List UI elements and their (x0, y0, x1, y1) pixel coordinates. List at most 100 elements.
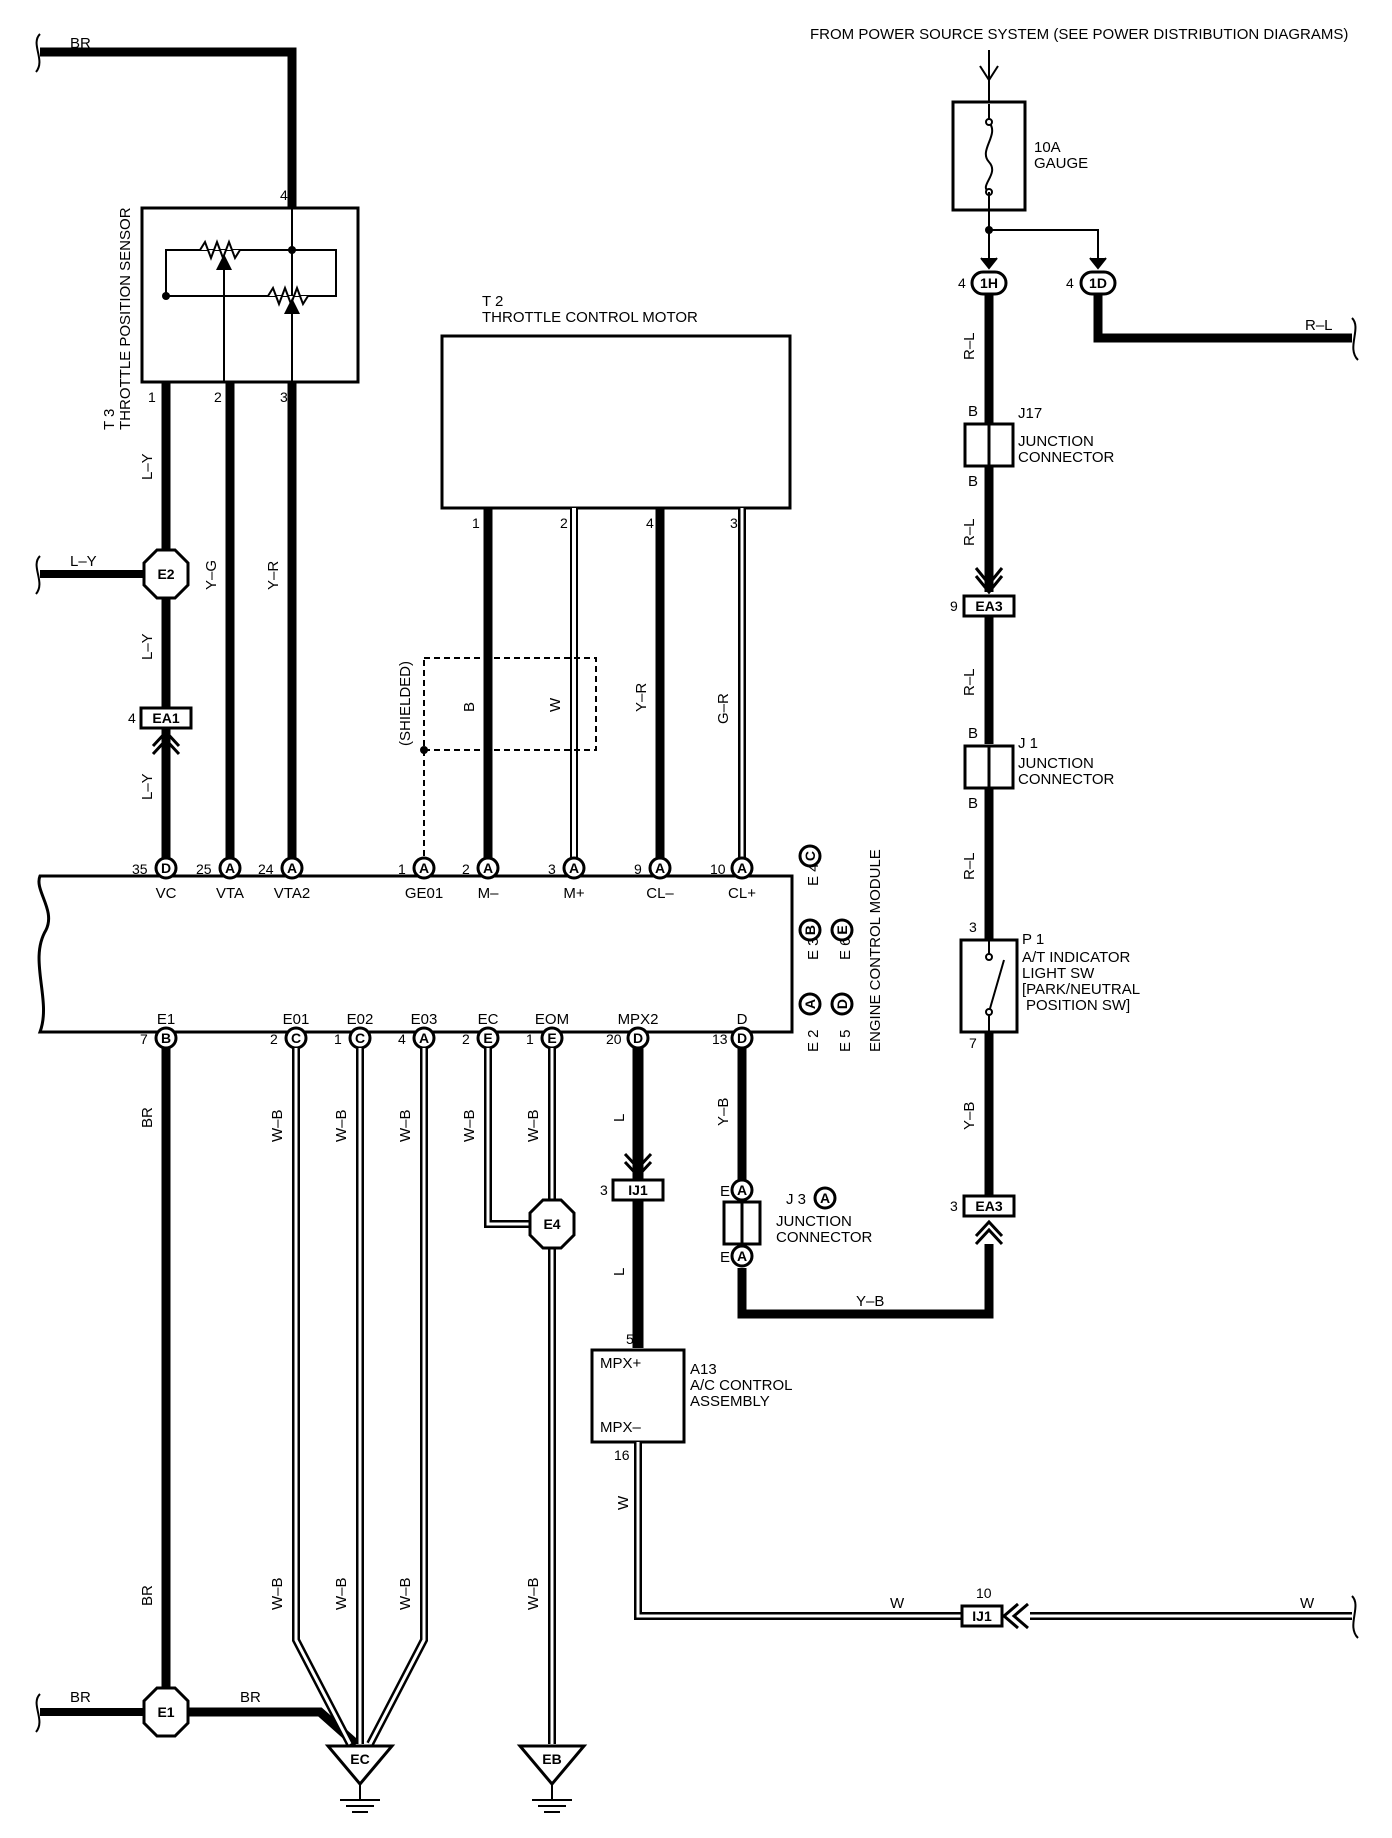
svg-text:CL+: CL+ (728, 885, 756, 902)
fuse-name: GAUGE (1034, 155, 1088, 172)
svg-text:EA3: EA3 (975, 598, 1002, 614)
svg-text:E 3: E 3 (805, 937, 822, 960)
j17-line1: JUNCTION (1018, 433, 1094, 450)
svg-text:E03: E03 (411, 1011, 438, 1028)
svg-text:E2: E2 (157, 566, 174, 582)
j3-pin-top: E (720, 1183, 730, 1200)
wire-label-wb-2: W–B (333, 1109, 350, 1142)
svg-text:EOM: EOM (535, 1011, 569, 1028)
svg-text:IJ1: IJ1 (628, 1182, 648, 1198)
fuse-rating: 10A (1034, 139, 1061, 156)
svg-text:EB: EB (542, 1751, 561, 1767)
svg-text:E01: E01 (283, 1011, 310, 1028)
wire-label-br-right: BR (240, 1689, 261, 1706)
svg-text:2: 2 (462, 861, 470, 877)
svg-text:M–: M– (478, 885, 499, 902)
ecm-top-terminals: 35 D VC 25 A VTA 24 A VTA2 1 A GE01 2 A … (132, 856, 756, 902)
svg-text:E 4: E 4 (805, 863, 822, 886)
svg-text:MPX–: MPX– (600, 1419, 642, 1436)
svg-text:A: A (419, 860, 429, 876)
tps-id: T 3 (101, 409, 118, 430)
svg-text:A: A (483, 860, 493, 876)
wire-label-yr-motor: Y–R (633, 683, 650, 712)
ecm-term-vc: 35 D VC (132, 856, 178, 902)
junction-connector-j3: A A (722, 1178, 762, 1268)
ecm-term-mpx2: MPX2 20 D (606, 1011, 659, 1050)
svg-text:1: 1 (526, 1031, 534, 1047)
ij1-pin-bottom: 10 (976, 1585, 992, 1601)
w-wire-mpx (634, 1442, 1352, 1620)
wire-label-ly-2: L–Y (139, 633, 156, 660)
tps-pin-1: 1 (148, 389, 156, 405)
j17-line2: CONNECTOR (1018, 449, 1115, 466)
ecm-term-ge01: 1 A GE01 (398, 856, 443, 902)
svg-text:13: 13 (712, 1031, 728, 1047)
ecm-term-e03: E03 4 A (398, 1011, 438, 1050)
wire-label-br-2: BR (139, 1585, 156, 1606)
a13-pin-bottom: 16 (614, 1447, 630, 1463)
motor-pin-2: 2 (560, 515, 568, 531)
svg-text:A: A (287, 860, 297, 876)
ecm-term-cl-plus: 10 A CL+ (710, 856, 756, 902)
svg-text:VTA2: VTA2 (274, 885, 310, 902)
p1-pin-bottom: 7 (969, 1035, 977, 1051)
p1-id: P 1 (1022, 931, 1044, 948)
svg-text:D: D (737, 1011, 748, 1028)
ea3-pin-top: 9 (950, 598, 958, 614)
svg-text:EA3: EA3 (975, 1198, 1002, 1214)
svg-text:E: E (834, 925, 850, 934)
ea1-pin: 4 (128, 710, 136, 726)
wire-label-w-right: W (1300, 1595, 1315, 1612)
svg-text:D: D (161, 860, 171, 876)
j1-pin-bottom: B (968, 795, 978, 812)
wire-label-wb-5: W–B (333, 1577, 350, 1610)
svg-text:D: D (834, 999, 850, 1009)
ea3-pin-bottom: 3 (950, 1198, 958, 1214)
power-source-note: FROM POWER SOURCE SYSTEM (SEE POWER DIST… (810, 26, 1348, 43)
svg-text:MPX+: MPX+ (600, 1355, 642, 1372)
ground-ec: EC (324, 1744, 396, 1813)
svg-text:E1: E1 (157, 1011, 175, 1028)
ecm-term-m-plus: 3 A M+ (548, 856, 586, 902)
svg-text:E 6: E 6 (837, 937, 854, 960)
svg-text:A: A (569, 860, 579, 876)
splice-e1: E1 (142, 1686, 190, 1738)
a13-line1: A/C CONTROL (690, 1377, 793, 1394)
ij1-pin-top: 3 (600, 1182, 608, 1198)
svg-text:A: A (737, 860, 747, 876)
p1-pin-top: 3 (969, 919, 977, 935)
svg-text:MPX2: MPX2 (618, 1011, 659, 1028)
svg-text:B: B (161, 1030, 171, 1046)
wire-label-yg: Y–G (203, 560, 220, 590)
svg-text:A: A (802, 999, 818, 1009)
pin-1d: 4 (1066, 275, 1074, 291)
svg-text:1D: 1D (1089, 275, 1107, 291)
ecm-connector-legend: E 2 A E 3 B E 4 C E 5 D E 6 E (798, 844, 854, 1052)
ecm-name: ENGINE CONTROL MODULE (867, 849, 884, 1052)
a13-id: A13 (690, 1361, 717, 1378)
svg-text:3: 3 (548, 861, 556, 877)
svg-text:A: A (737, 1182, 747, 1198)
terminal-1h: 1H (970, 270, 1008, 296)
wire-label-br-left: BR (70, 1689, 91, 1706)
svg-text:C: C (355, 1030, 365, 1046)
j1-line2: CONNECTOR (1018, 771, 1115, 788)
tps-pin-top: 4 (280, 187, 288, 203)
j3-pin-bottom: E (720, 1249, 730, 1266)
j1-line1: JUNCTION (1018, 755, 1094, 772)
svg-text:E 2: E 2 (805, 1029, 822, 1052)
wire-label-wb-9: W–B (525, 1577, 542, 1610)
wire-label-wb-3: W–B (397, 1109, 414, 1142)
wire-label-b: B (461, 702, 478, 712)
j3-id: J 3 (786, 1191, 806, 1208)
svg-text:24: 24 (258, 861, 274, 877)
svg-text:25: 25 (196, 861, 212, 877)
ecm-term-e02: E02 1 C (334, 1011, 373, 1050)
wire-label-yb-right: Y–B (961, 1102, 978, 1130)
wire-label-yb-bottom: Y–B (856, 1293, 884, 1310)
svg-text:2: 2 (462, 1031, 470, 1047)
p1-line1: A/T INDICATOR (1022, 949, 1131, 966)
svg-text:D: D (737, 1030, 747, 1046)
svg-text:A: A (419, 1030, 429, 1046)
